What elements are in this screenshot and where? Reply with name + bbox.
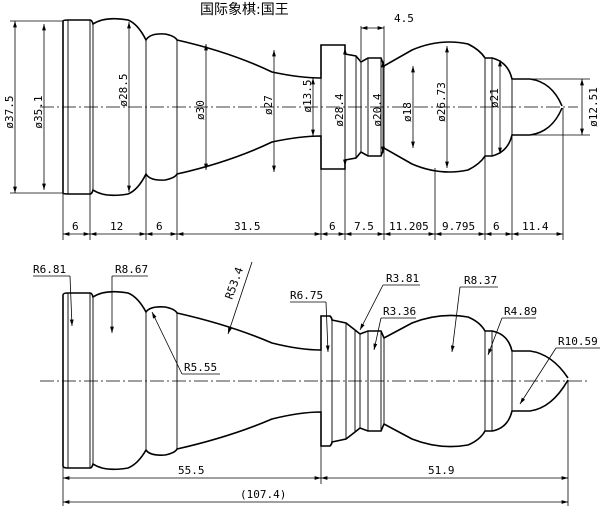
bottom-len-label-2: 51.9 — [428, 464, 455, 477]
len-label-3: 6 — [156, 220, 163, 233]
bottom-length-dims — [62, 380, 569, 506]
dia-label-10: ø26.73 — [435, 82, 448, 122]
len-label-4: 31.5 — [234, 220, 261, 233]
top-dim-label: 4.5 — [394, 12, 414, 25]
dia-label-1: ø37.5 — [3, 95, 16, 128]
dia-label-5: ø27 — [262, 95, 275, 115]
top-profile-lower — [62, 107, 563, 197]
len-label-10: 11.4 — [522, 220, 549, 233]
top-diameter-labels: ø37.5 ø35.1 ø28.5 ø30 ø27 ø13.5 ø28.4 ø2… — [3, 12, 600, 129]
dia-label-12: ø12.51 — [587, 87, 600, 127]
len-label-6: 7.5 — [354, 220, 374, 233]
dia-label-7: ø28.4 — [333, 93, 346, 126]
radius-label-9: R4.89 — [504, 305, 537, 318]
dia-label-8: ø20.4 — [371, 93, 384, 126]
bottom-length-labels: 55.5 51.9 (107.4) — [178, 464, 455, 501]
len-label-2: 12 — [110, 220, 123, 233]
radius-label-8: R8.37 — [464, 274, 497, 287]
bottom-profile-upper — [62, 290, 569, 379]
dia-label-6: ø13.5 — [301, 79, 314, 112]
top-profile-upper — [62, 17, 563, 107]
top-length-labels: 6 12 6 31.5 6 7.5 11.205 9.795 6 11.4 — [72, 220, 549, 233]
drawing-title: 国际象棋:国王 — [200, 2, 289, 18]
top-view: ø37.5 ø35.1 ø28.5 ø30 ø27 ø13.5 ø28.4 ø2… — [3, 12, 600, 240]
top-diameter-dims — [10, 20, 590, 194]
dia-label-4: ø30 — [194, 100, 207, 120]
total-length-label: (107.4) — [240, 488, 286, 501]
radius-label-6: R3.81 — [386, 272, 419, 285]
bottom-profile-lower — [62, 379, 569, 471]
len-label-1: 6 — [72, 220, 79, 233]
bottom-section-lines — [67, 293, 513, 468]
bottom-view: R6.81 R8.67 R53.4 R5.55 R6.75 R3.81 R3.3… — [33, 261, 600, 506]
dia-label-9: ø18 — [401, 102, 414, 122]
radius-leaders — [33, 261, 600, 405]
radius-label-2: R8.67 — [115, 263, 148, 276]
radius-label-10: R10.59 — [558, 335, 598, 348]
dia-label-3: ø28.5 — [117, 73, 130, 106]
len-label-7: 11.205 — [389, 220, 429, 233]
radius-label-5: R6.75 — [290, 289, 323, 302]
top-length-dims — [62, 108, 564, 240]
radius-labels: R6.81 R8.67 R53.4 R5.55 R6.75 R3.81 R3.3… — [33, 263, 598, 374]
radius-label-7: R3.36 — [383, 305, 416, 318]
bottom-len-label-1: 55.5 — [178, 464, 205, 477]
dia-label-2: ø35.1 — [32, 95, 45, 128]
len-label-9: 6 — [493, 220, 500, 233]
len-label-5: 6 — [329, 220, 336, 233]
dia-label-11: ø21 — [488, 88, 501, 108]
radius-label-1: R6.81 — [33, 263, 66, 276]
radius-label-3: R53.4 — [223, 265, 247, 301]
len-label-8: 9.795 — [442, 220, 475, 233]
radius-label-4: R5.55 — [184, 361, 217, 374]
